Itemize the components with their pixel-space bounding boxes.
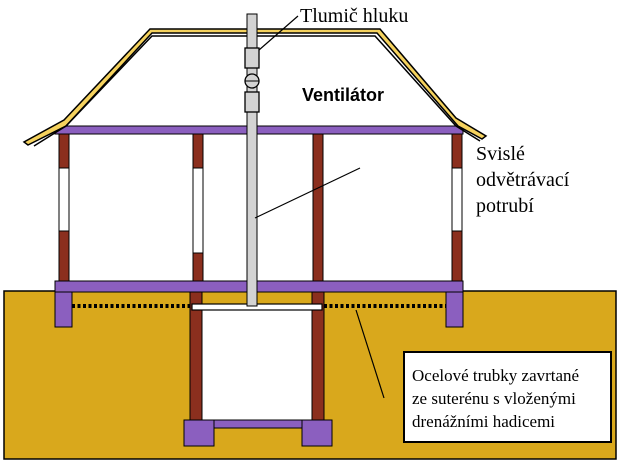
house-walls [58, 132, 463, 282]
label-steel-pipes-line-3: drenážními hadicemi [412, 412, 555, 431]
floor-slab [54, 280, 464, 293]
roof-outline-inner [33, 35, 481, 147]
wall-inner-left-lower [192, 252, 204, 282]
basement-wall-right [311, 291, 325, 423]
wall-left-lower [58, 230, 70, 282]
wall-inner-left-upper [192, 132, 204, 169]
label-steel-pipes-line-2: ze suterénu s vloženými [412, 389, 576, 408]
wall-right-window [451, 167, 463, 232]
basement-wall-left [189, 291, 203, 423]
label-steel-pipes-line-1: Ocelové trubky zavrtané [412, 366, 579, 385]
silencer-icon [244, 47, 260, 69]
wall-inner-left-window [192, 167, 204, 254]
leader-silencer [258, 15, 299, 51]
basement-interior [202, 308, 312, 426]
roof [22, 28, 488, 146]
basement-footing-left [183, 419, 215, 447]
fan-housing-icon [244, 91, 260, 113]
label-fan: Ventilátor [302, 85, 384, 105]
steel-pipes-note-box [403, 351, 612, 443]
label-vertical-pipe-line-2: odvětrávací [476, 169, 570, 191]
wall-inner-right [312, 132, 324, 282]
wall-left-upper [58, 132, 70, 169]
label-vertical-pipe: Svislé odvětrávací potrubí [476, 143, 574, 217]
label-vertical-pipe-line-1: Svislé [476, 143, 525, 165]
ventilation-pipe [246, 13, 258, 307]
label-silencer: Tlumič hluku [300, 5, 408, 27]
label-vertical-pipe-line-3: potrubí [476, 195, 534, 217]
label-steel-pipes: Ocelové trubky zavrtané ze suterénu s vl… [412, 366, 583, 431]
leader-vertical-pipe [254, 167, 361, 219]
basement-footing-right [301, 419, 333, 447]
ceiling [54, 125, 464, 135]
wall-right-lower [451, 230, 463, 282]
wall-right-upper [451, 132, 463, 169]
leader-steel-pipes [355, 309, 385, 399]
wall-left-window [58, 167, 70, 232]
